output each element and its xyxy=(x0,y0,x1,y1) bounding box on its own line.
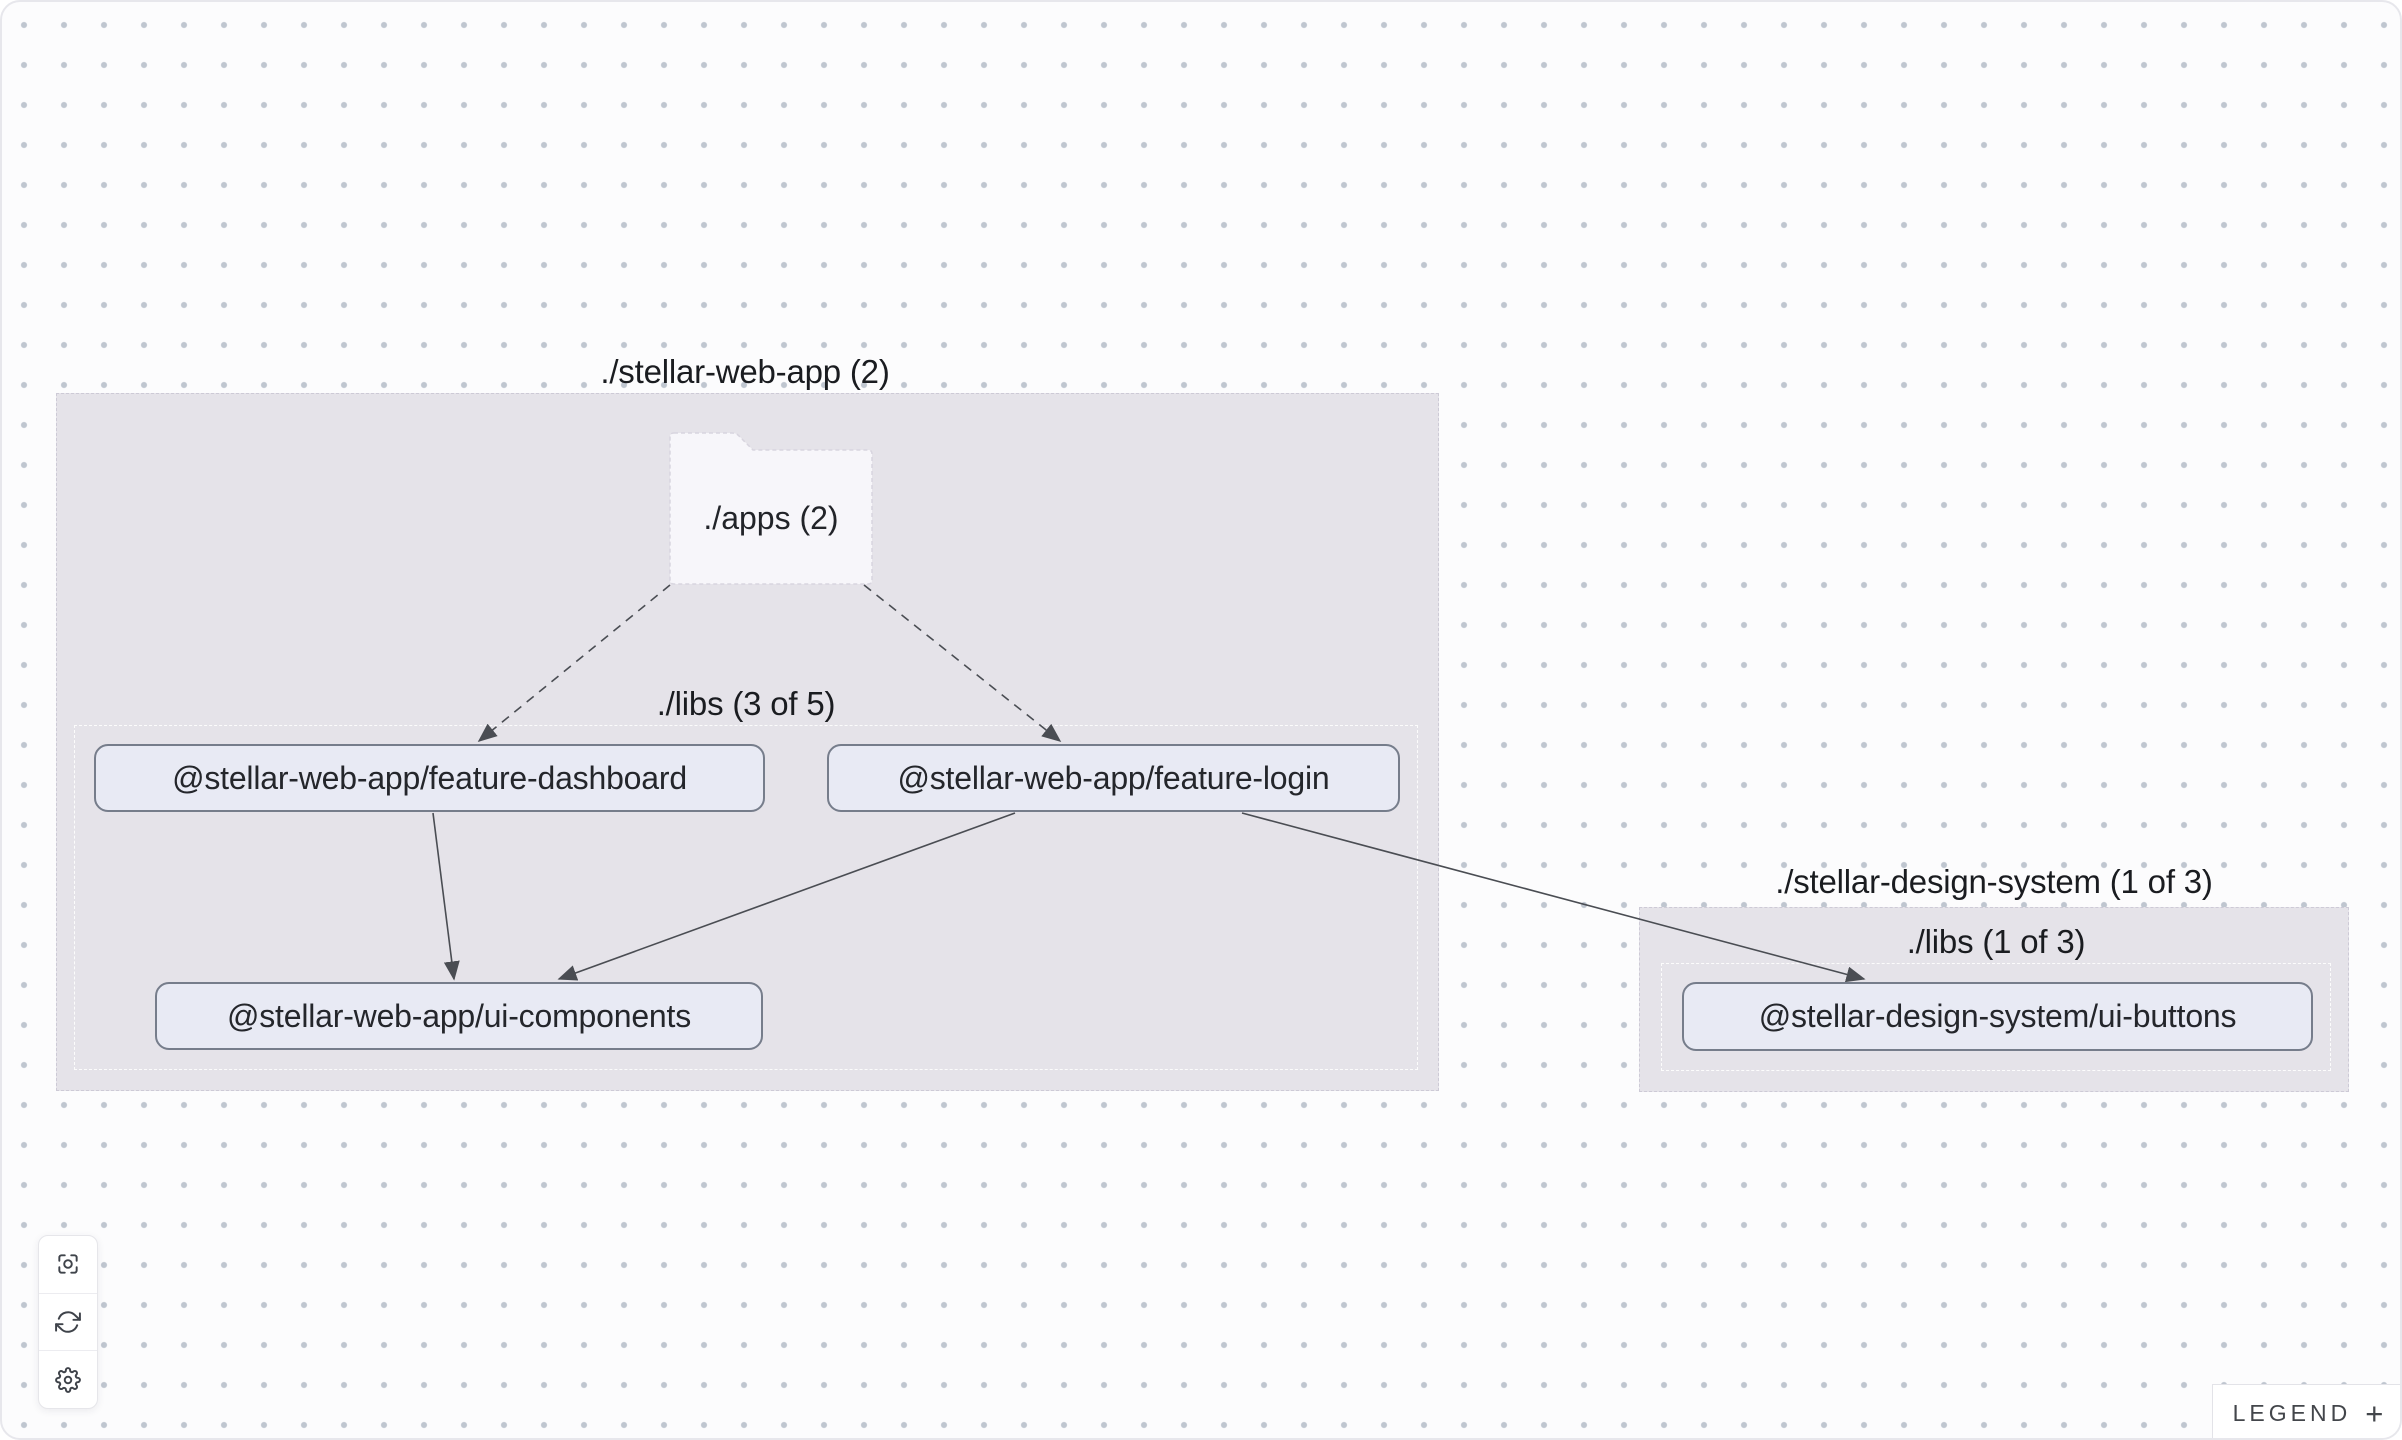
refresh-icon xyxy=(55,1311,81,1333)
refresh-button[interactable] xyxy=(39,1292,97,1351)
group-stellar-web-app-label: ./stellar-web-app (2) xyxy=(600,353,890,390)
node-feature-dashboard[interactable]: @stellar-web-app/feature-dashboard xyxy=(94,744,765,812)
group-stellar-design-system-label: ./stellar-design-system (1 of 3) xyxy=(1775,863,2213,900)
subgroup-design-libs xyxy=(1661,963,2331,1071)
subgroup-design-libs-label: ./libs (1 of 3) xyxy=(1906,923,2086,960)
focus-button[interactable] xyxy=(39,1236,97,1293)
node-feature-login[interactable]: @stellar-web-app/feature-login xyxy=(827,744,1400,812)
gear-icon xyxy=(55,1366,81,1393)
settings-button[interactable] xyxy=(39,1350,97,1408)
folder-apps-shape[interactable] xyxy=(666,429,876,589)
legend-toggle[interactable]: LEGEND + xyxy=(2212,1384,2400,1438)
node-ui-buttons[interactable]: @stellar-design-system/ui-buttons xyxy=(1682,982,2313,1051)
plus-icon: + xyxy=(2365,1395,2384,1431)
subgroup-webapp-libs-label: ./libs (3 of 5) xyxy=(656,685,836,722)
focus-icon xyxy=(58,1254,78,1274)
legend-label: LEGEND xyxy=(2232,1399,2352,1426)
folder-apps-label: ./apps (2) xyxy=(703,500,839,536)
node-ui-components[interactable]: @stellar-web-app/ui-components xyxy=(155,982,763,1050)
folder-icon xyxy=(669,432,873,585)
canvas-toolbar xyxy=(38,1235,98,1409)
